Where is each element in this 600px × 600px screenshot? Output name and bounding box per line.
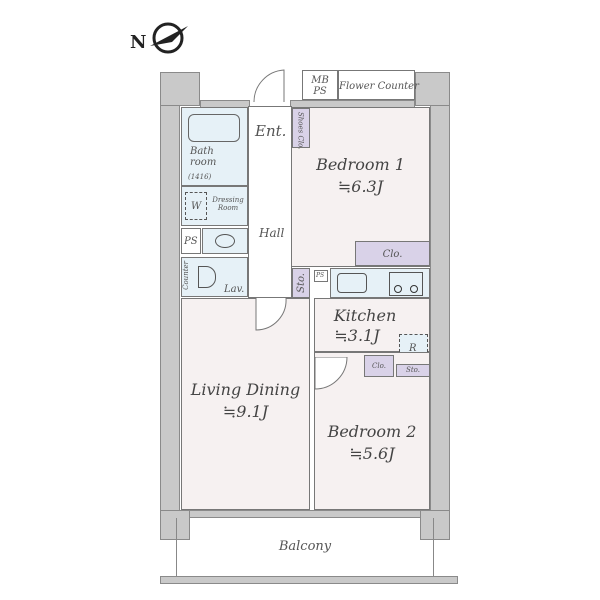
kitchen-sink-icon (337, 273, 367, 293)
stove-icon (389, 272, 423, 296)
flower-counter-label: Flower Counter (339, 81, 419, 92)
shoes-closet-label: Shoes Clo. (296, 112, 305, 150)
kitchen-name: Kitchen (333, 306, 397, 325)
ps-shaft: PS (181, 228, 201, 254)
wall-corner-tr (415, 72, 450, 106)
balcony: Balcony (176, 518, 434, 576)
balcony-railing (160, 576, 458, 584)
dressing-room-label: Dressing Room (212, 196, 244, 212)
sink-icon (215, 234, 235, 248)
closet-bedroom-1: Clo. (355, 241, 430, 266)
living-door-icon (255, 298, 287, 331)
bathtub-icon (188, 114, 240, 142)
mb-ps: MB PS (302, 70, 338, 100)
washer-space: W (185, 192, 207, 220)
north-label: N (130, 32, 146, 53)
living-dining-name: Living Dining (190, 380, 301, 399)
kitchen-ps-label: PS (316, 272, 325, 279)
wall-corner-tl (160, 72, 200, 106)
storage-bedroom-2: Sto. (396, 364, 430, 377)
storage-hall: Sto. (292, 268, 310, 298)
living-dining: Living Dining ≒9.1J (181, 298, 310, 510)
kitchen-counter (330, 268, 430, 298)
bath-size-label: (1416) (188, 173, 212, 181)
entrance-door-icon (253, 69, 285, 103)
bedroom-1-name: Bedroom 1 (316, 155, 405, 174)
closet-label: Clo. (382, 249, 403, 260)
wall-right (430, 72, 450, 518)
counter-label: Counter (182, 261, 190, 290)
bedroom-2-door-icon (314, 357, 348, 390)
hall: Ent. Hall (248, 106, 292, 298)
ps-label: PS (184, 236, 198, 247)
bedroom-1: Bedroom 1 ≒6.3J (291, 107, 430, 267)
flower-counter: Flower Counter (338, 70, 419, 100)
kitchen-area: ≒3.1J (334, 326, 380, 345)
bathroom: Bath room (1416) (181, 107, 248, 186)
living-dining-area: ≒9.1J (222, 402, 269, 421)
refrigerator-label: R (409, 343, 417, 354)
bedroom-1-area: ≒6.3J (337, 177, 384, 196)
lavatory-label: Lav. (224, 284, 245, 295)
dressing-room: W Dressing Room (181, 186, 248, 226)
wall-bottom (160, 510, 450, 518)
wash-basin (202, 228, 248, 254)
balcony-label: Balcony (278, 539, 332, 554)
burner-icon (410, 285, 418, 293)
lavatory: Counter Lav. (181, 257, 248, 297)
washer-label: W (191, 201, 202, 212)
bedroom-2-area: ≒5.6J (349, 444, 395, 463)
wall-corner-bl (160, 510, 190, 540)
bathroom-label: Bath room (190, 146, 217, 168)
storage-label: Sto. (296, 273, 307, 293)
wall-left (160, 72, 180, 518)
entrance-label: Ent. (255, 122, 287, 140)
wall-corner-br (420, 510, 450, 540)
hall-label: Hall (259, 226, 285, 240)
toilet-icon (198, 266, 216, 288)
closet-bedroom-2: Clo. (364, 355, 394, 377)
storage2-label: Sto. (406, 366, 420, 374)
kitchen-ps: PS (314, 270, 328, 282)
north-arrow-icon: N (130, 22, 188, 54)
mb-ps-label: MB PS (311, 75, 329, 97)
closet2-label: Clo. (372, 362, 386, 370)
bedroom-2-name: Bedroom 2 (327, 422, 417, 441)
burner-icon (394, 285, 402, 293)
shoes-closet: Shoes Clo. (292, 108, 310, 150)
